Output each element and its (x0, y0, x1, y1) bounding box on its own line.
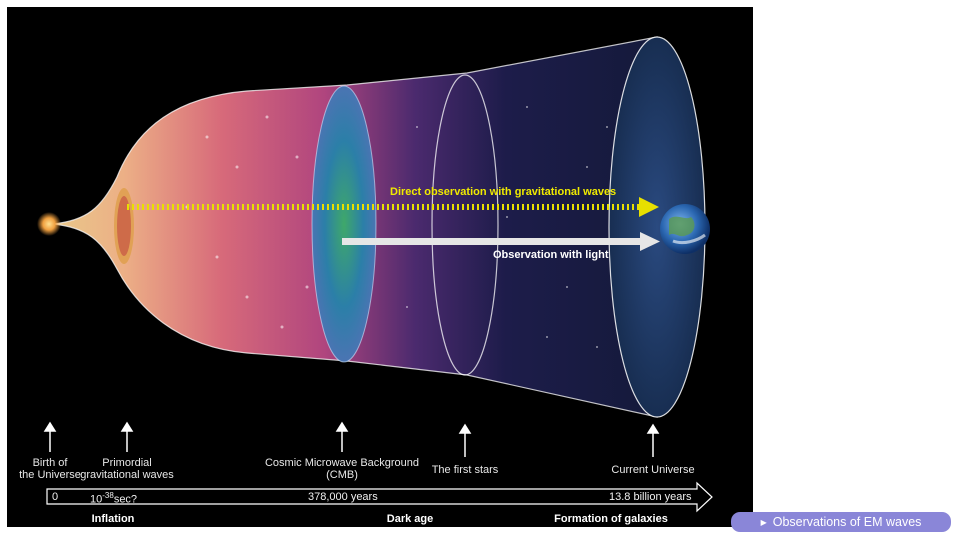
light-arrow-line (342, 238, 642, 245)
cmb-disk (311, 85, 377, 363)
light-arrow-head (640, 232, 660, 251)
timeline-arrow (46, 481, 713, 513)
play-triangle-icon: ▶ (760, 517, 767, 527)
milestone-birth-line2: the Universe (19, 469, 81, 481)
gw-arrow-head (639, 197, 659, 217)
milestone-primordial-line2: gravitational waves (80, 469, 174, 481)
timeline-inflation-time: 10-38sec? (90, 491, 137, 506)
inflation-time-suffix: sec? (113, 493, 138, 506)
inflation-time-base: 10 (90, 493, 103, 506)
milestone-primordial: Primordial gravitational waves (80, 457, 174, 481)
era-inflation: Inflation (91, 513, 135, 525)
era-dark-age: Dark age (386, 513, 434, 525)
birth-glow (37, 212, 61, 236)
timeline-start: 0 (52, 491, 59, 503)
gw-observation-label: Direct observation with gravitational wa… (390, 186, 617, 198)
milestone-primordial-line1: Primordial (102, 457, 152, 469)
milestone-cmb-line1: Cosmic Microwave Background (264, 457, 420, 469)
milestone-stars: The first stars (431, 464, 499, 476)
milestone-cmb-line2: (CMB) (326, 469, 358, 481)
universe-timeline-figure: Direct observation with gravitational wa… (7, 7, 753, 527)
light-observation-label: Observation with light (493, 249, 609, 261)
universe-illustration (37, 36, 713, 513)
era-formation-galaxies: Formation of galaxies (554, 513, 668, 525)
milestone-cmb: Cosmic Microwave Background (CMB) (265, 457, 419, 481)
timeline-cmb-time: 378,000 years (308, 491, 378, 503)
timeline-now-time: 13.8 billion years (609, 491, 692, 503)
observations-em-waves-button[interactable]: ▶ Observations of EM waves (731, 512, 951, 532)
first-stars-ring (431, 74, 499, 376)
milestone-current: Current Universe (611, 464, 695, 476)
milestone-birth: Birth of the Universe (19, 457, 81, 481)
milestone-birth-line1: Birth of (32, 457, 68, 469)
inflation-time-exponent: -38 (102, 491, 114, 500)
observations-em-waves-label: Observations of EM waves (772, 515, 922, 529)
